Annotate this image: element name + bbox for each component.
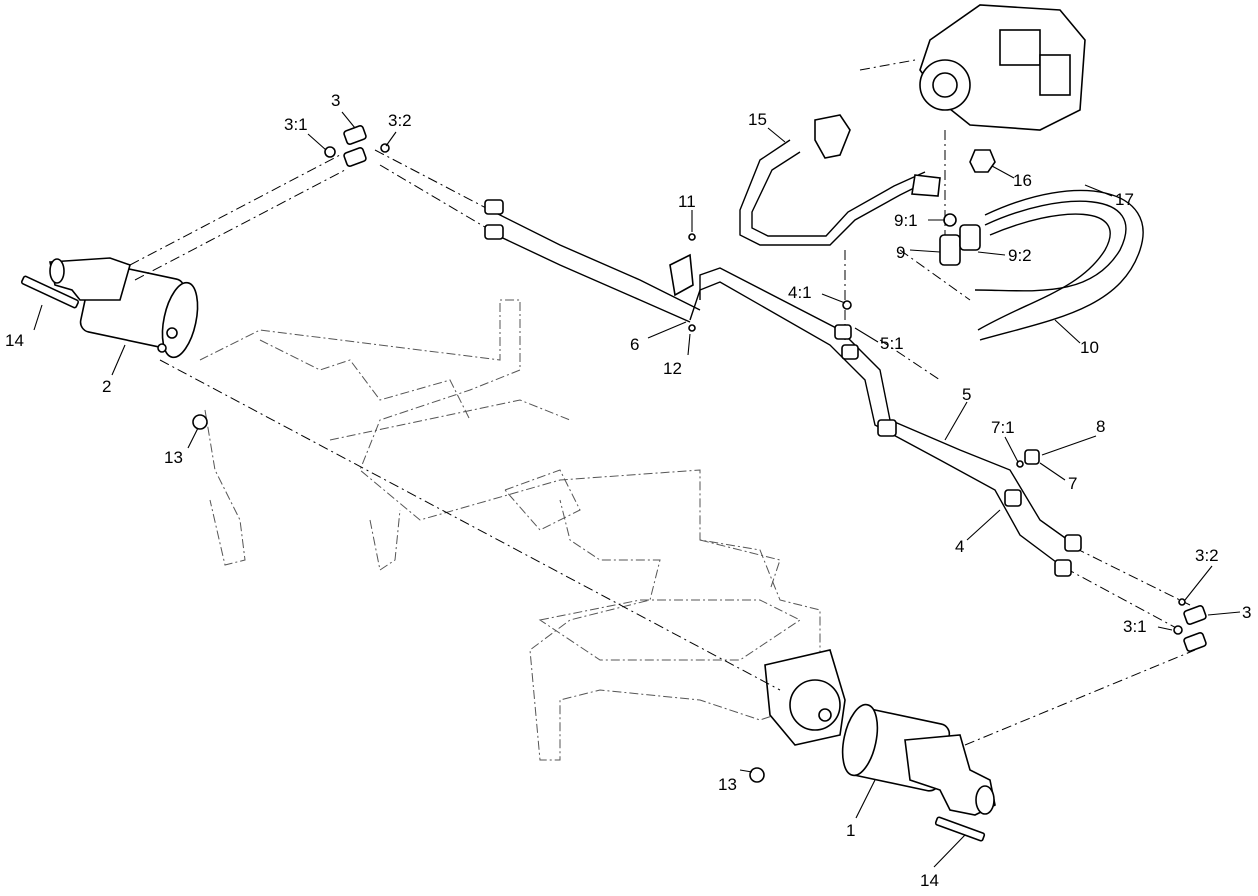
callout-15: 15 — [748, 110, 767, 129]
callout-9-2: 9:2 — [1008, 246, 1032, 265]
callout-10: 10 — [1080, 338, 1099, 357]
callout-6: 6 — [630, 335, 639, 354]
callout-7-1: 7:1 — [991, 418, 1015, 437]
callout-13-left: 13 — [164, 448, 183, 467]
wheel-motor-bottom-right — [841, 703, 996, 816]
frame-phantom — [199, 299, 821, 761]
leader-lines — [33, 111, 1241, 868]
hydraulic-tubes — [489, 139, 1144, 566]
callout-4-1: 4:1 — [788, 283, 812, 302]
motor-mount-plate — [764, 649, 846, 746]
callout-3-2-top: 3:2 — [388, 111, 412, 130]
callout-labels: 3 3:1 3:2 14 2 13 11 6 12 15 16 17 9:1 9… — [5, 91, 1251, 890]
callout-11: 11 — [678, 192, 696, 211]
callout-5-1: 5:1 — [880, 334, 904, 353]
callout-3-1-top: 3:1 — [284, 115, 308, 134]
callout-9: 9 — [896, 243, 905, 262]
assembly-centerlines — [129, 59, 1196, 746]
callout-7: 7 — [1068, 474, 1077, 493]
callout-5: 5 — [962, 385, 971, 404]
callout-3-bottom: 3 — [1242, 603, 1251, 622]
callout-3-top: 3 — [331, 91, 340, 110]
callout-17: 17 — [1115, 190, 1134, 209]
callout-9-1: 9:1 — [894, 211, 918, 230]
callout-3-2-bottom: 3:2 — [1195, 546, 1219, 565]
callout-12: 12 — [663, 359, 682, 378]
callout-8: 8 — [1096, 417, 1105, 436]
fittings — [20, 114, 1207, 842]
callout-1: 1 — [846, 821, 855, 840]
callout-3-1-bottom: 3:1 — [1123, 617, 1147, 636]
callout-14-left: 14 — [5, 331, 24, 350]
wheel-motor-top-left — [49, 257, 199, 359]
callout-13-bottom: 13 — [718, 775, 737, 794]
callout-2: 2 — [102, 377, 111, 396]
callout-14-bottom: 14 — [920, 871, 939, 890]
hydraulic-pump — [919, 4, 1086, 131]
callout-4: 4 — [955, 537, 964, 556]
callout-16: 16 — [1013, 171, 1032, 190]
